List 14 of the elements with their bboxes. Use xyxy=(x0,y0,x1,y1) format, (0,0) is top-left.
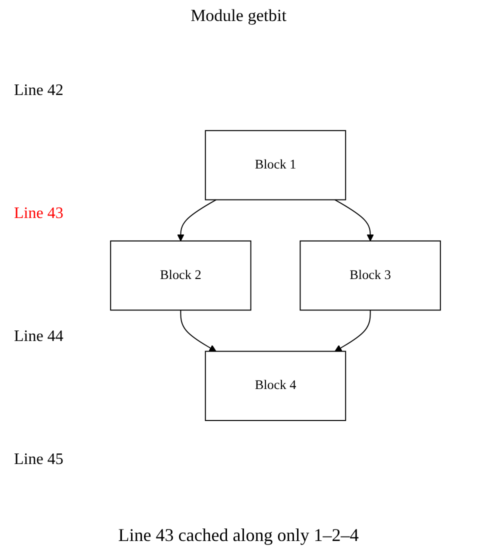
line-label: Line 44 xyxy=(14,328,64,346)
arrow xyxy=(334,199,374,242)
line-label: Line 45 xyxy=(14,450,64,469)
line-label: Line 43 xyxy=(14,205,64,224)
node-box: Block 1 xyxy=(204,130,346,200)
node-box: Block 3 xyxy=(300,240,441,311)
line-label: Line 42 xyxy=(14,82,64,100)
arrow xyxy=(180,310,216,352)
arrow xyxy=(177,199,217,242)
diagram-title: Module getbit xyxy=(190,6,286,26)
caption: Line 43 cached along only 1–2–4 xyxy=(118,525,359,546)
node-box: Block 4 xyxy=(204,350,346,421)
node-box: Block 2 xyxy=(110,240,252,311)
arrow xyxy=(334,310,371,352)
